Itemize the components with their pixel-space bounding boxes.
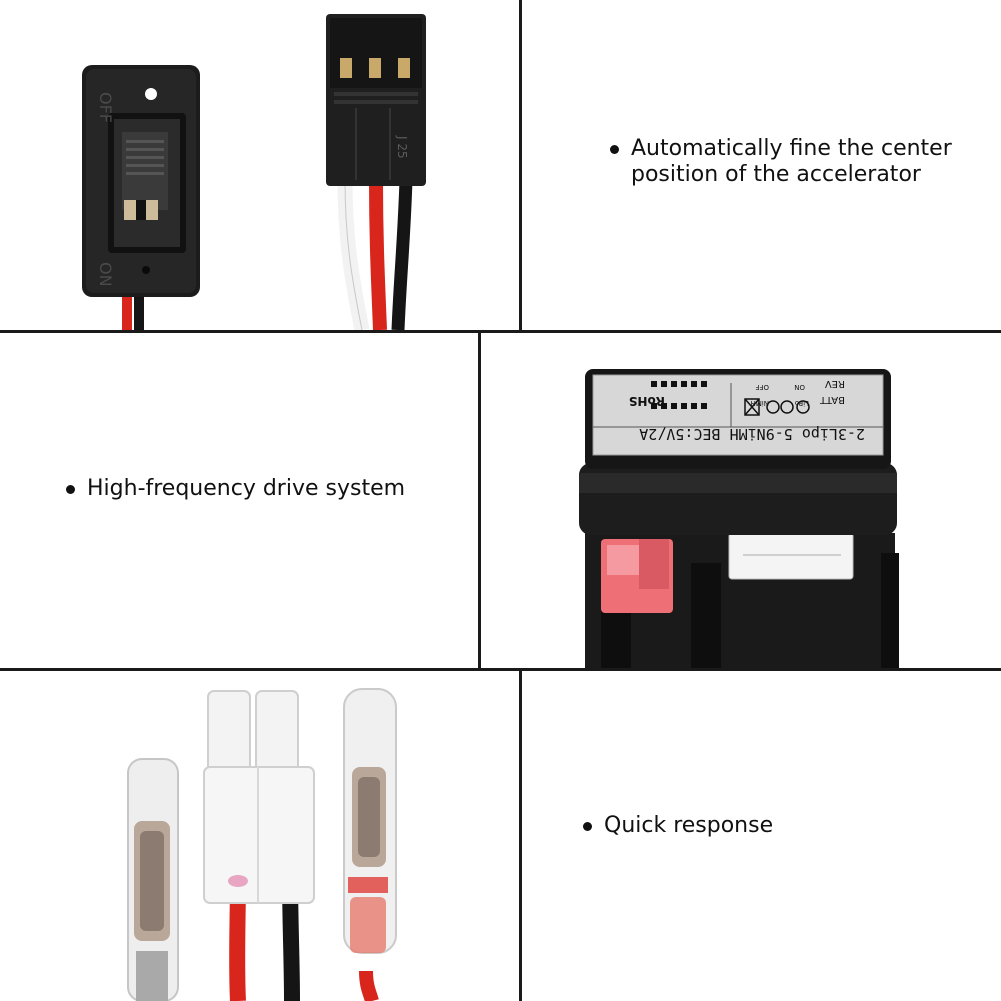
servo-connector-mark: J 25 xyxy=(395,135,409,159)
feature-item-center-position: Automatically fine the center position o… xyxy=(610,136,952,188)
esc-module-photo: 2-3Lipo 5-9NiMH BEC:5V/2A RoHS BATT REV … xyxy=(481,333,1001,668)
on-label: ON xyxy=(794,383,805,391)
batt-label: BATT xyxy=(819,394,845,405)
bullet-icon xyxy=(610,145,619,154)
lipo-label: LiPo xyxy=(795,399,809,407)
bullet-icon xyxy=(583,822,592,831)
divider-horizontal-2 xyxy=(0,668,1001,671)
divider-vertical-middle xyxy=(478,332,481,670)
off-label: OFF xyxy=(755,383,769,391)
feature-text: Automatically fine the center position o… xyxy=(631,136,952,188)
rev-label: REV xyxy=(825,378,845,389)
feature-text-line-1: Automatically fine the center xyxy=(631,136,952,161)
rohs-label: RoHS xyxy=(629,394,665,408)
switch-connector-photo: OFF ON J 25 xyxy=(0,0,519,330)
switch-off-mark: OFF xyxy=(96,92,115,123)
feature-text-line-2: position of the accelerator xyxy=(631,162,921,187)
esc-rating-label: 2-3Lipo 5-9NiMH BEC:5V/2A xyxy=(639,425,865,443)
feature-item-quick-response: Quick response xyxy=(583,813,773,839)
connector-terminals-photo xyxy=(0,671,519,1001)
nimh-label: NiMH xyxy=(751,399,769,407)
divider-vertical-bottom xyxy=(519,670,522,1001)
divider-vertical-top xyxy=(519,0,522,332)
feature-text: Quick response xyxy=(604,813,774,838)
bullet-icon xyxy=(66,485,75,494)
switch-on-mark: ON xyxy=(96,262,115,287)
feature-item-high-frequency: High-frequency drive system xyxy=(66,476,405,502)
divider-horizontal-1 xyxy=(0,330,1001,333)
compliance-icons xyxy=(744,398,810,416)
feature-text: High-frequency drive system xyxy=(87,476,406,501)
